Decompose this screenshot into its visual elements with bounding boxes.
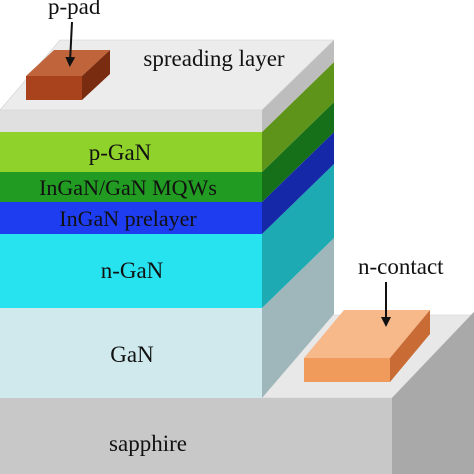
n-contact-pad (304, 310, 430, 382)
stack-side-faces (262, 40, 334, 398)
sapphire-front-face (0, 398, 392, 474)
mqws-label: InGaN/GaN MQWs (39, 175, 217, 200)
n-contact-front-face (304, 358, 390, 382)
mqws-right-face (262, 102, 334, 202)
p-gan-right-face (262, 62, 334, 172)
p-pad-right-face (82, 50, 110, 100)
sapphire-right-face (392, 312, 474, 474)
spreading-front-face (0, 110, 262, 132)
ingan-prelayer-label: InGaN prelayer (59, 206, 197, 231)
gan-label: GaN (110, 342, 154, 367)
n-gan-right-face (262, 164, 334, 308)
n-gan-front-face (0, 234, 262, 308)
p-gan-front-face (0, 132, 262, 172)
gan-front-face (0, 308, 262, 398)
ingan-prelayer-front-face (0, 202, 262, 234)
sapphire-label: sapphire (109, 431, 187, 456)
p-gan-label: p-GaN (89, 140, 152, 165)
p-pad-front-face (26, 76, 82, 100)
p-pad-arrow (65, 21, 76, 67)
n-contact-top-face (304, 310, 430, 358)
n-gan-label: n-GaN (101, 258, 164, 283)
mqws-front-face (0, 172, 262, 202)
n-contact-label: n-contact (358, 254, 444, 279)
p-pad-label: p-pad (48, 0, 101, 19)
spreading-right-face (262, 40, 334, 132)
n-contact-right-face (390, 310, 430, 382)
ingan-prelayer-right-face (262, 132, 334, 234)
spreading-layer-label: spreading layer (143, 46, 284, 71)
stack-front-faces: GaN n-GaN InGaN prelayer InGaN/GaN MQWs … (0, 110, 262, 398)
gan-right-face (262, 238, 334, 398)
